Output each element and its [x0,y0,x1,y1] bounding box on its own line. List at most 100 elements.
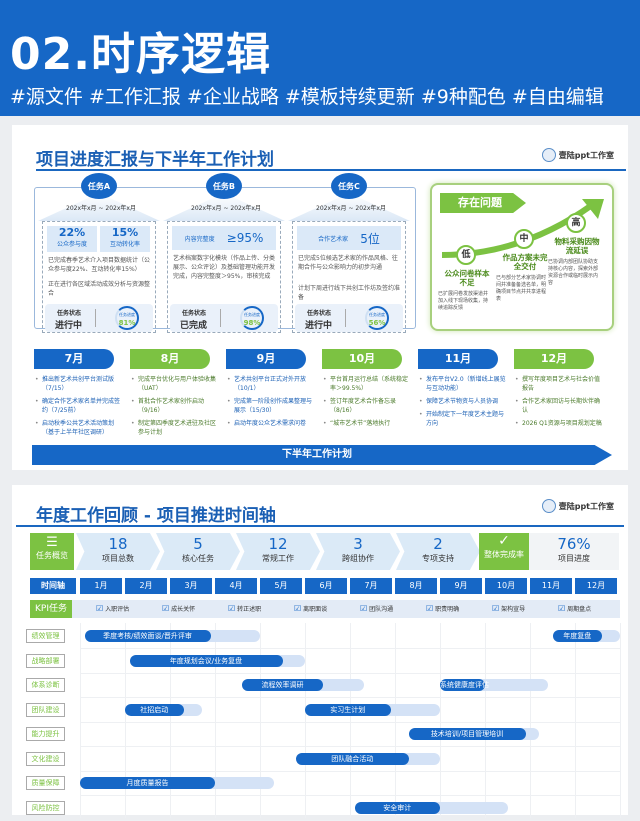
grid-line [620,623,621,818]
gantt-bar[interactable]: 团队融合活动 [296,752,409,765]
clock-list-icon: ☰ [46,535,58,550]
problem-desc: 已与部分艺术家协调时间并准备备选名单，明确项目节点并共享进程表 [496,275,547,302]
plan-item: 确定合作艺术家名单并完成签约（7/25前） [34,397,124,415]
level-badge: 低 [456,245,476,265]
check-circle-icon: ✓ [498,533,510,549]
row-divider [80,746,620,747]
row-divider [80,770,620,772]
check-icon: ☑ [294,604,302,613]
grid-line [350,623,351,818]
grid-line [575,623,576,818]
month-column: 8月完成平台优化与用户体验收集（UAT）首批合作艺术家创作启动（9/16）制定第… [130,349,220,441]
check-icon: ☑ [162,604,170,613]
gantt-bar[interactable]: 社招启动 [125,703,184,716]
check-icon: ☑ [426,604,434,613]
gantt-bar[interactable]: 安全审计 [354,801,440,814]
problem-title: 公众问卷样本不足 [444,269,490,287]
task-body: 内容完整度≥95% 艺术档案数字化模块（作品上传、分类展示、公众评论）及基础管理… [167,221,281,333]
logo-icon [541,148,556,162]
gantt-bar[interactable]: 年度规划会议/业务复盘 [129,654,283,667]
row-label: 绩效管理 [26,629,65,643]
gantt-bar[interactable]: 季度考核/绩效面谈/晋升评审 [84,630,211,642]
row-label: 战略部署 [26,653,65,668]
gantt-bar[interactable]: 流程效率调研 [242,679,323,691]
task-badge: 任务A [81,173,117,199]
gantt-bar[interactable]: 技术培训/项目管理培训 [408,728,526,740]
problems-title: 存在问题 [440,193,526,213]
kpi-item: ☑ 团队沟通 [360,604,394,613]
kpi-item: ☑ 离职面谈 [294,604,328,613]
month-column: 10月平台首月运行总结（系统稳定率＞99.5%）签订年度艺术合作备忘录（8/16… [322,349,412,432]
plan-item: 完成平台优化与用户体验收集（UAT） [130,375,220,393]
task-status: 进行中 [55,321,83,331]
gantt-bar[interactable]: 实习生计划 [305,703,391,716]
second-half-plan-bar: 下半年工作计划 [32,445,612,465]
level-badge: 高 [566,213,586,233]
month-cell: 10月 [485,578,527,594]
kpi-row [30,600,620,618]
grid-line [395,623,396,818]
month-column: 12月撰写年度项目艺术与社会价值报告合作艺术家回访与长期伙伴确认2026 Q1资… [514,349,604,432]
month-header: 9月 [226,349,306,369]
grid-line [215,623,216,818]
plan-item: 启动年度公众艺术需求问卷 [226,419,316,428]
header-banner: 02.时序逻辑 #源文件 #工作汇报 #企业战略 #模板持续更新 #9种配色 #… [0,0,640,116]
completion-value: 76%项目进度 [529,533,619,570]
plan-item: 制定第四季度艺术进驻及社区参与计划 [130,419,220,437]
plan-item: 签订年度艺术合作备忘录（8/16） [322,397,412,415]
level-badge: 中 [514,229,534,249]
plan-item: 平台首月运行总结（系统稳定率＞99.5%） [322,375,412,393]
plan-item: 启动秋季公共艺术活动策划（基于上半年社区调研） [34,419,124,437]
row-label: 文化建设 [26,751,65,766]
slide-title: 项目进度汇报与下半年工作计划 [36,150,274,170]
grid-line [440,623,441,818]
title-underline [36,169,626,171]
month-cell: 1月 [80,578,122,594]
task-status: 已完成 [180,321,208,331]
logo: 壹陆ppt工作室 [541,148,614,162]
row-divider [80,819,620,821]
logo-icon [541,499,556,513]
month-header: 8月 [130,349,210,369]
month-cell: 11月 [530,578,572,594]
gantt-bar[interactable]: 年度复盘 [552,630,602,642]
month-cell: 9月 [440,578,482,594]
problem-title: 物料采购因物流延误 [554,237,600,255]
grid-line [305,623,306,818]
task-desc: 艺术档案数字化模块（作品上传、分类展示、公众评论）及基础管理功能开发完成，内容完… [173,255,276,280]
plan-item: 发布平台V2.0（新增线上展览与互动功能） [418,375,508,393]
logo-text: 壹陆ppt工作室 [558,150,614,160]
row-label: 体系诊断 [26,678,65,692]
row-divider [80,721,620,723]
logo-text: 壹陆ppt工作室 [558,501,614,511]
month-cell: 6月 [305,578,347,594]
axis-label: 时间轴 [30,578,76,594]
plan-item: 开始制定下一年度艺术主题与方向 [418,410,508,428]
grid-line [530,623,531,818]
task-desc: 计划下周进行线下共创工作坊及签约准备 [298,285,401,301]
row-label: 团队建设 [26,702,65,717]
kpi-item: ☑ 成长关怀 [162,604,196,613]
stat-box: 内容完整度≥95% [172,226,276,250]
kpi-item: ☑ 职责明确 [426,604,460,613]
row-divider [80,672,620,674]
task-date: 202x年x月 ~ 202x年x月 [191,205,261,212]
row-label: 能力提升 [26,727,65,741]
gantt-bar[interactable]: 系统健康度评估 [440,679,489,691]
slide-progress-report: 项目进度汇报与下半年工作计划 壹陆ppt工作室 任务A 202x年x月 ~ 20… [12,125,628,470]
month-cell: 12月 [575,578,617,594]
check-icon: ☑ [96,604,104,613]
gantt-bar[interactable]: 月度质量报告 [80,777,215,789]
